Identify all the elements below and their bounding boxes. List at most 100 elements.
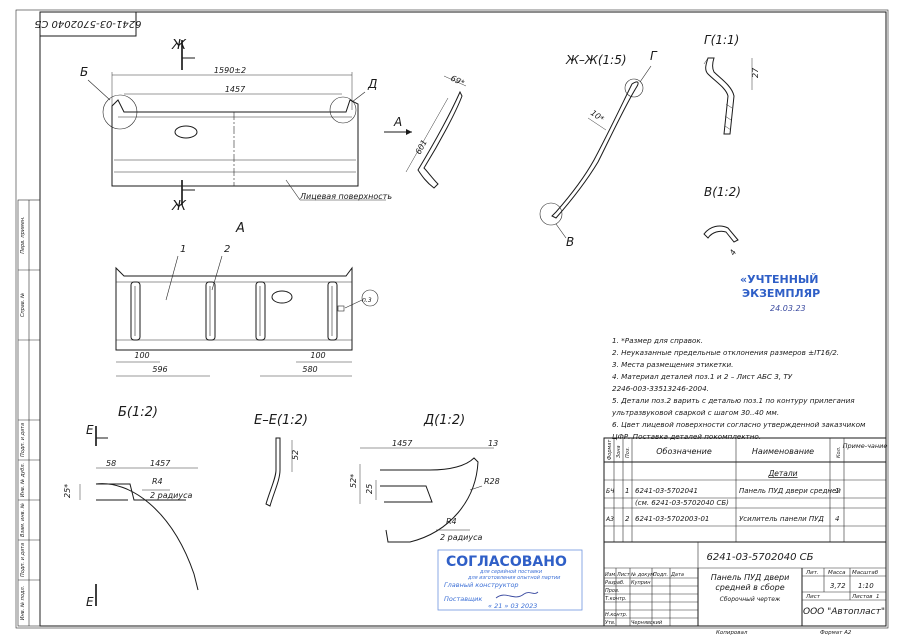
radius-r4-d: R4 <box>446 517 457 526</box>
title-copied: Копировал <box>716 630 748 636</box>
spec-header-name: Наименование <box>752 447 814 456</box>
spec-row1-designation: 6241-03-5702041 <box>635 487 698 495</box>
rotated-code: 6241-03-5702040 СБ <box>34 18 141 29</box>
title-sheets-count: 1 <box>876 594 880 600</box>
dimension-25-d: 25 <box>365 484 374 494</box>
spec-row1-format: БЧ <box>606 488 614 495</box>
spec-header-note: Приме-чание <box>843 442 888 450</box>
side-strip-label: Подп. и дата <box>20 423 26 457</box>
spec-row3-designation: 6241-03-5702003-01 <box>635 515 709 523</box>
dimension-1457-b: 1457 <box>150 459 171 468</box>
title-role-label: Дата <box>670 572 684 578</box>
spec-section-details: Детали <box>767 469 797 478</box>
title-mass: 3,72 <box>830 582 846 590</box>
side-strip-label: Инв. № дубл. <box>20 463 26 497</box>
dimension-27: 27 <box>751 67 760 78</box>
section-mark-e-bottom: Е <box>86 595 94 609</box>
title-format: Формат А2 <box>820 630 852 636</box>
title-role-label: Лист <box>616 572 631 578</box>
section-zh-zh: Ж–Ж(1:5) Г В 10* <box>539 49 658 249</box>
title-role-label: Подп. <box>653 572 668 578</box>
detail-g: Г(1:1) 27 <box>703 33 760 135</box>
dimension-13: 13 <box>488 439 498 448</box>
spec-row3-qty: 4 <box>835 515 839 523</box>
side-profile-view: 69* 601 <box>405 74 467 189</box>
note-marker: п.3 <box>362 297 372 304</box>
title-person-role: Т.контр. <box>605 596 627 602</box>
dimension-100-left: 100 <box>134 351 149 360</box>
dimension-58: 58 <box>106 459 116 468</box>
section-e-e: Е–Е(1:2) 52 <box>254 413 308 507</box>
note-line: 2. Неуказанные предельные отклонения раз… <box>612 348 839 357</box>
title-name-line2: средней в сборе <box>715 583 784 592</box>
spec-header-designation: Обозначение <box>656 447 712 456</box>
side-strip-label: Инв. № подл. <box>20 586 26 621</box>
dimension-601: 601 <box>414 138 429 156</box>
radii-note-b: 2 радиуса <box>150 491 192 500</box>
note-line: 5. Детали поз.2 варить с деталью поз.1 п… <box>612 396 855 405</box>
view-a-title: А <box>235 221 245 236</box>
side-strip-label: Взам. инв. № <box>20 503 26 537</box>
spec-header-qty: Кол. <box>836 447 842 458</box>
detail-mark-b: Б <box>80 65 88 79</box>
detail-circle-v <box>539 202 563 226</box>
detail-d-title: Д(1:2) <box>423 413 465 428</box>
spec-header-zone: Зона <box>616 445 622 458</box>
detail-b-title: Б(1:2) <box>118 405 158 420</box>
title-person-role: Разраб. <box>605 580 625 586</box>
note-line: 6. Цвет лицевой поверхности согласно утв… <box>612 420 866 429</box>
detail-v-title: В(1:2) <box>704 185 741 199</box>
detail-d: Д(1:2) 1457 13 R28 R4 2 радиуса 52* 25 <box>349 413 500 543</box>
section-mark-zh-top: Ж <box>171 38 187 53</box>
position-2: 2 <box>224 244 230 255</box>
label-hole <box>174 125 198 139</box>
detail-mark-d: Д <box>367 77 377 91</box>
dimension-25-b: 25* <box>63 484 72 498</box>
dimension-580: 580 <box>302 365 317 374</box>
agreed-date: « 21 » 03 2023 <box>488 602 537 610</box>
note-line: ЦФР. Поставка деталей покомплектно. <box>612 432 761 441</box>
title-block: 6241-03-5702040 СБ Панель ПУД двери сред… <box>603 541 887 636</box>
agreed-sub2: для изготовления опытной партии <box>467 575 561 581</box>
dimension-52-d: 52* <box>349 474 358 488</box>
radius-r4-b: R4 <box>152 477 163 486</box>
title-name-line1: Панель ПУД двери <box>711 573 790 582</box>
title-company: ООО "Автопласт" <box>803 607 885 617</box>
title-doc-type: Сборочный чертеж <box>720 596 781 603</box>
spec-header-pos: Поз. <box>625 447 631 458</box>
detail-v: В(1:2) 4 <box>703 185 741 257</box>
agreed-sub1: для серийной поставки <box>479 569 543 575</box>
side-strip: Перв. примен. Справ. № Подп. и дата Инв.… <box>17 199 41 627</box>
dimension-52-e: 52 <box>291 450 300 460</box>
spec-header-format: Формат <box>607 439 613 460</box>
rotated-code-box: 6241-03-5702040 СБ <box>34 11 141 37</box>
title-person-role: Пров. <box>605 588 620 594</box>
note-line: ультразвуковой сваркой с шагом 30..40 мм… <box>611 408 779 417</box>
side-strip-label: Перв. примен. <box>20 216 26 254</box>
registered-copy-stamp: «УЧТЕННЫЙ ЭКЗЕМПЛЯР 24.03.23 <box>740 273 820 313</box>
title-role-label: № докум. <box>630 572 656 578</box>
view-arrow-a: А <box>393 115 402 129</box>
face-surface-label: Лицевая поверхность <box>299 192 392 201</box>
dimension-1590: 1590±2 <box>214 66 246 75</box>
note-line: 2246-003-33513246-2004. <box>612 384 709 393</box>
spec-row3-name: Усилитель панели ПУД <box>739 515 824 523</box>
dimension-69: 69* <box>449 74 466 88</box>
title-sheets-label: Листов <box>851 594 873 600</box>
title-scale-label: Масштаб <box>852 570 879 576</box>
dimension-596: 596 <box>152 365 167 374</box>
title-person-role: Н.контр. <box>605 612 627 618</box>
detail-b: Б(1:2) Е Е 58 1457 R4 2 радиуса 25* <box>63 405 199 609</box>
agreed-line2: Поставщик <box>444 595 482 603</box>
title-scale: 1:10 <box>858 582 874 590</box>
agreed-stamp: СОГЛАСОВАНО для серийной поставки для из… <box>437 549 583 611</box>
detail-circle-d <box>329 96 357 124</box>
title-mass-label: Масса <box>828 570 846 576</box>
title-sheet-label: Лист <box>805 594 821 600</box>
dimension-1457: 1457 <box>225 85 246 94</box>
spec-row3-pos: 2 <box>625 515 630 523</box>
stamp-date: 24.03.23 <box>770 304 806 313</box>
side-strip-label: Справ. № <box>20 293 26 317</box>
dimension-4: 4 <box>728 248 738 257</box>
radii-note-d: 2 радиуса <box>440 533 482 542</box>
